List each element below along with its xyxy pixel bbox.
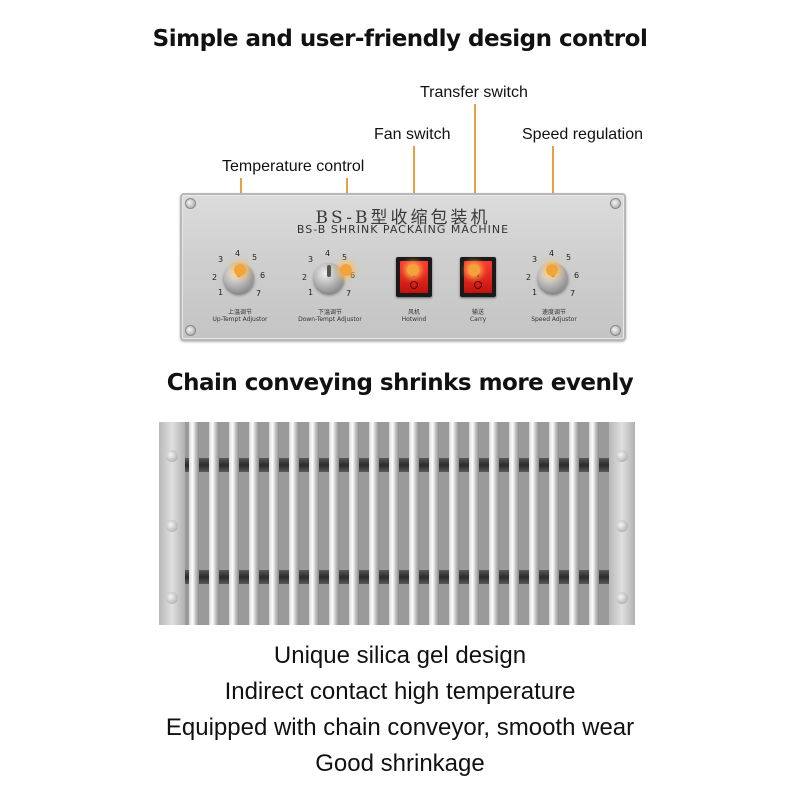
conveyor-rod [509, 422, 519, 625]
dial-number: 2 [302, 273, 308, 282]
conveyor-rod [549, 422, 559, 625]
conveyor-rod [589, 422, 599, 625]
panel-title-english: BS-B SHRINK PACKAING MACHINE [296, 223, 510, 236]
dial-number: 4 [549, 249, 555, 258]
dial-number: 7 [570, 289, 576, 298]
feature-line-4: Good shrinkage [315, 750, 485, 777]
callout-speed-regulation: Speed regulation [522, 126, 643, 143]
conveyor-rod [489, 422, 499, 625]
control-panel: BS-B型收缩包装机 BS-B SHRINK PACKAING MACHINE … [180, 193, 626, 341]
conveyor-rod [269, 422, 279, 625]
highlight-dot [468, 264, 480, 276]
dial-number: 4 [325, 249, 331, 258]
conveyor-rod [409, 422, 419, 625]
highlight-dot [340, 264, 352, 276]
screw-icon [185, 198, 196, 209]
screw-icon [185, 325, 196, 336]
heading-design-control: Simple and user-friendly design control [152, 26, 648, 52]
bolt-icon [166, 592, 178, 604]
feature-line-3: Equipped with chain conveyor, smooth wea… [165, 714, 635, 741]
transfer-rocker-switch[interactable] [460, 257, 496, 297]
panel-title-chinese: BS-B型收缩包装机 [315, 208, 491, 228]
highlight-dot [234, 264, 246, 276]
leader-line-transfer [474, 104, 476, 270]
dial-number: 7 [346, 289, 352, 298]
dial-number: 2 [526, 273, 532, 282]
heading-chain-conveying: Chain conveying shrinks more evenly [166, 370, 634, 396]
conveyor-rod [369, 422, 379, 625]
bolt-icon [616, 520, 628, 532]
conveyor-rod [349, 422, 359, 625]
feature-line-2: Indirect contact high temperature [224, 678, 576, 705]
dial-number: 1 [308, 288, 314, 297]
dial-number: 6 [350, 271, 356, 280]
bolt-icon [616, 592, 628, 604]
dial-number: 5 [566, 253, 572, 262]
conveyor-rod [249, 422, 259, 625]
bolt-icon [616, 450, 628, 462]
conveyor-rod [209, 422, 219, 625]
dial-number: 5 [252, 253, 258, 262]
conveyor-rod [529, 422, 539, 625]
dial-number: 4 [235, 249, 241, 258]
conveyor-rod [189, 422, 199, 625]
chain-conveyor-image [159, 422, 635, 625]
conveyor-rod [389, 422, 399, 625]
conveyor-rod [289, 422, 299, 625]
bolt-icon [166, 520, 178, 532]
dial-number: 5 [342, 253, 348, 262]
callout-fan-switch: Fan switch [374, 126, 451, 143]
feature-line-1: Unique silica gel design [273, 642, 527, 669]
conveyor-rod [429, 422, 439, 625]
dial-number: 2 [212, 273, 218, 282]
conveyor-rod [329, 422, 339, 625]
dial-number: 6 [574, 271, 580, 280]
down-temperature-knob[interactable] [314, 263, 344, 293]
bolt-icon [166, 450, 178, 462]
screw-icon [610, 198, 621, 209]
highlight-dot [407, 264, 419, 276]
conveyor-rod [569, 422, 579, 625]
conveyor-rod [469, 422, 479, 625]
dial-number: 1 [218, 288, 224, 297]
screw-icon [610, 325, 621, 336]
conveyor-rod [309, 422, 319, 625]
callout-transfer-switch: Transfer switch [420, 84, 528, 101]
dial-number: 3 [218, 255, 224, 264]
conveyor-rod [229, 422, 239, 625]
dial-number: 1 [532, 288, 538, 297]
conveyor-rod [449, 422, 459, 625]
dial-number: 3 [532, 255, 538, 264]
dial-number: 3 [308, 255, 314, 264]
highlight-dot [546, 264, 558, 276]
fan-rocker-switch[interactable] [396, 257, 432, 297]
callout-temperature-control: Temperature control [222, 158, 365, 175]
dial-number: 6 [260, 271, 266, 280]
dial-number: 7 [256, 289, 262, 298]
